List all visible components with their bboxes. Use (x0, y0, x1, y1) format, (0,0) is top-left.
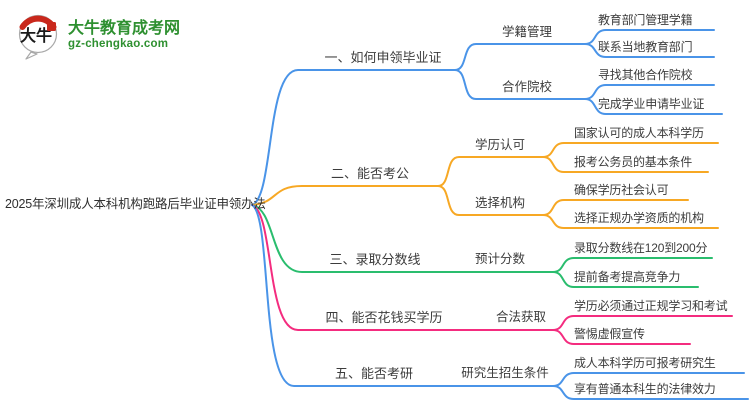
leaf-node: 报考公务员的基本条件 (574, 155, 693, 169)
logo-icon-text: 大牛 (20, 26, 52, 45)
branch-1-child-2-label: 合作院校 (501, 80, 553, 94)
branch-5-child-1-label: 研究生招生条件 (461, 366, 549, 380)
branch-3-child-1-label: 预计分数 (474, 252, 526, 266)
leaf-node: 成人本科学历可报考研究生 (574, 356, 716, 370)
speech-tail (25, 51, 38, 60)
logo-bull-icon: 大牛 (18, 14, 58, 60)
leaf-node: 教育部门管理学籍 (598, 13, 693, 27)
branch-3-label: 三、录取分数线 (329, 252, 421, 267)
leaf-node: 学历必须通过正规学习和考试 (574, 299, 728, 313)
branch-4-lines (251, 204, 733, 345)
leaf-node: 完成学业申请毕业证 (598, 97, 705, 111)
logo-subtitle: gz-chengkao.com (68, 37, 169, 50)
branch-2-child-1-label: 学历认可 (474, 138, 526, 152)
branch-1-label: 一、如何申领毕业证 (324, 50, 442, 65)
central-topic: 2025年深圳成人本科机构跑路后毕业证申领办法 (5, 197, 266, 211)
branch-5-lines (251, 204, 749, 400)
branch-2-lines (251, 142, 719, 229)
leaf-node: 享有普通本科生的法律效力 (574, 382, 716, 396)
branch-5-label: 五、能否考研 (334, 366, 414, 381)
leaf-node: 录取分数线在120到200分 (574, 241, 708, 255)
logo-title: 大牛教育成考网 (68, 20, 181, 38)
branch-1-lines (251, 29, 723, 206)
leaf-node: 选择正规办学资质的机构 (574, 211, 704, 225)
branch-3-lines (251, 204, 713, 288)
leaf-node: 确保学历社会认可 (574, 183, 669, 197)
leaf-node: 寻找其他合作院校 (598, 68, 693, 82)
leaf-node: 国家认可的成人本科学历 (574, 126, 704, 140)
site-logo: 大牛 大牛教育成考网 gz-chengkao.com (14, 10, 180, 60)
leaf-node: 联系当地教育部门 (598, 40, 693, 54)
branch-4-child-1-label: 合法获取 (495, 310, 547, 324)
leaf-node: 提前备考提高竞争力 (574, 270, 681, 284)
branch-2-label: 二、能否考公 (330, 166, 410, 181)
red-seal (47, 22, 56, 31)
branch-4-label: 四、能否花钱买学历 (325, 310, 443, 325)
branch-1-child-1-label: 学籍管理 (501, 25, 553, 39)
leaf-node: 警惕虚假宣传 (574, 327, 645, 341)
branch-2-child-2-label: 选择机构 (474, 196, 526, 210)
